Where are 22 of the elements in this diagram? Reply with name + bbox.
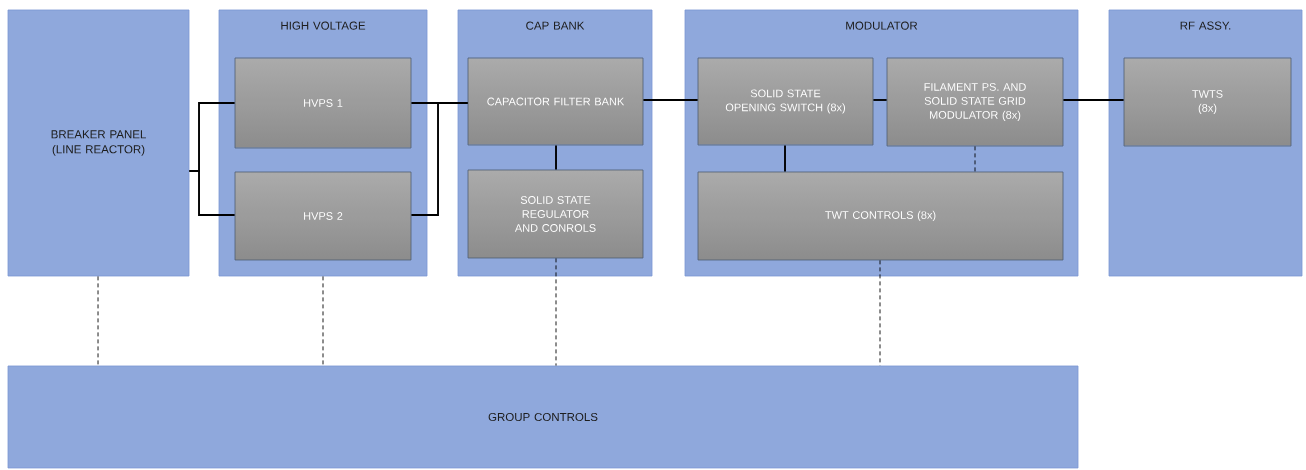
dashed-connector [879, 259, 881, 367]
module-box: HVPS 1 [234, 57, 412, 149]
connector-line [1062, 99, 1125, 101]
connector-line [555, 144, 557, 171]
module-box: SOLID STATE REGULATOR AND CONROLS [467, 169, 644, 259]
connector-line [642, 99, 699, 101]
module-box: TWTS (8x) [1123, 57, 1292, 147]
dashed-connector [974, 145, 976, 173]
module-box: HVPS 2 [234, 171, 412, 261]
dashed-connector [555, 257, 557, 367]
system-box: GROUP CONTROLS [7, 365, 1079, 469]
connector-line [188, 170, 236, 216]
dashed-connector [322, 275, 324, 367]
module-box: CAPACITOR FILTER BANK [467, 57, 644, 146]
connector-line [410, 102, 469, 216]
dashed-connector [97, 275, 99, 367]
system-box: BREAKER PANEL (LINE REACTOR) [7, 9, 190, 277]
module-box: TWT CONTROLS (8x) [697, 171, 1064, 261]
module-box: SOLID STATE OPENING SWITCH (8x) [697, 57, 874, 146]
connector-line [872, 99, 888, 101]
connector-line [784, 144, 786, 173]
module-box: FILAMENT PS. AND SOLID STATE GRID MODULATOR (8x) [886, 57, 1064, 147]
